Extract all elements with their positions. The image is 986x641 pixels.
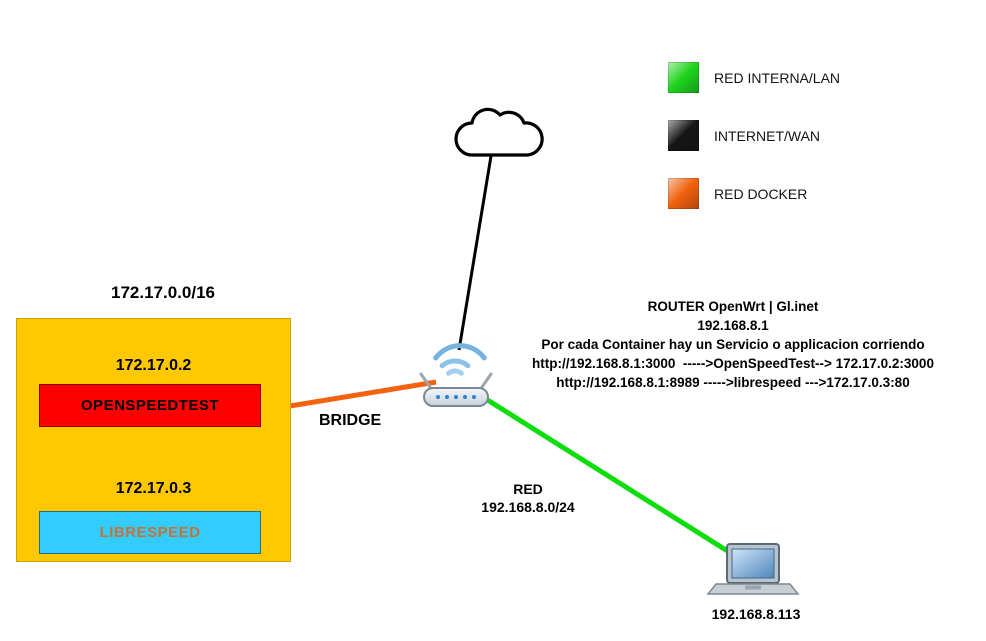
docker-bridge-line: [289, 379, 437, 409]
docker-network-box: 172.17.0.2 OPENSPEEDTEST 172.17.0.3 LIBR…: [16, 318, 291, 562]
client-ip-label: 192.168.8.113: [711, 606, 801, 622]
router-title: ROUTER OpenWrt | Gl.inet: [647, 299, 819, 314]
cloud-icon: [454, 107, 544, 157]
router-description: Por cada Container hay un Servicio o app…: [541, 337, 925, 352]
docker-color-swatch: [668, 178, 699, 209]
legend-label-wan: INTERNET/WAN: [714, 127, 821, 144]
legend-label-docker: RED DOCKER: [714, 185, 808, 202]
wan-connection-line: [457, 149, 494, 351]
router-icon: [419, 343, 493, 407]
docker-subnet-label: 172.17.0.0/16: [111, 283, 215, 302]
container-name-openspeedtest: OPENSPEEDTEST: [80, 397, 220, 414]
bridge-label: BRIDGE: [319, 412, 382, 429]
router-info: ROUTER OpenWrt | Gl.inet 192.168.8.1 Por…: [490, 297, 976, 392]
lan-subnet-label: 192.168.8.0/24: [481, 499, 575, 515]
router-ip: 192.168.8.1: [697, 318, 769, 333]
container-ip-openspeedtest: 172.17.0.2: [115, 357, 192, 374]
container-name-librespeed: LIBRESPEED: [99, 524, 201, 541]
lan-connection-line: [484, 396, 739, 560]
legend-label-lan: RED INTERNA/LAN: [714, 69, 841, 86]
container-ip-librespeed: 172.17.0.3: [115, 480, 192, 497]
lan-color-swatch: [668, 62, 699, 93]
router-port-mapping-1: http://192.168.8.1:3000 ----->OpenSpeedT…: [532, 356, 934, 371]
laptop-icon: [706, 543, 800, 595]
lan-name-label: RED: [513, 481, 543, 497]
legend-item-docker: RED DOCKER: [668, 178, 807, 209]
container-openspeedtest: OPENSPEEDTEST: [39, 384, 261, 427]
legend-item-wan: INTERNET/WAN: [668, 120, 820, 151]
container-librespeed: LIBRESPEED: [39, 511, 261, 554]
legend-item-lan: RED INTERNA/LAN: [668, 62, 840, 93]
wan-color-swatch: [668, 120, 699, 151]
router-port-mapping-2: http://192.168.8.1:8989 ----->librespeed…: [556, 375, 910, 390]
